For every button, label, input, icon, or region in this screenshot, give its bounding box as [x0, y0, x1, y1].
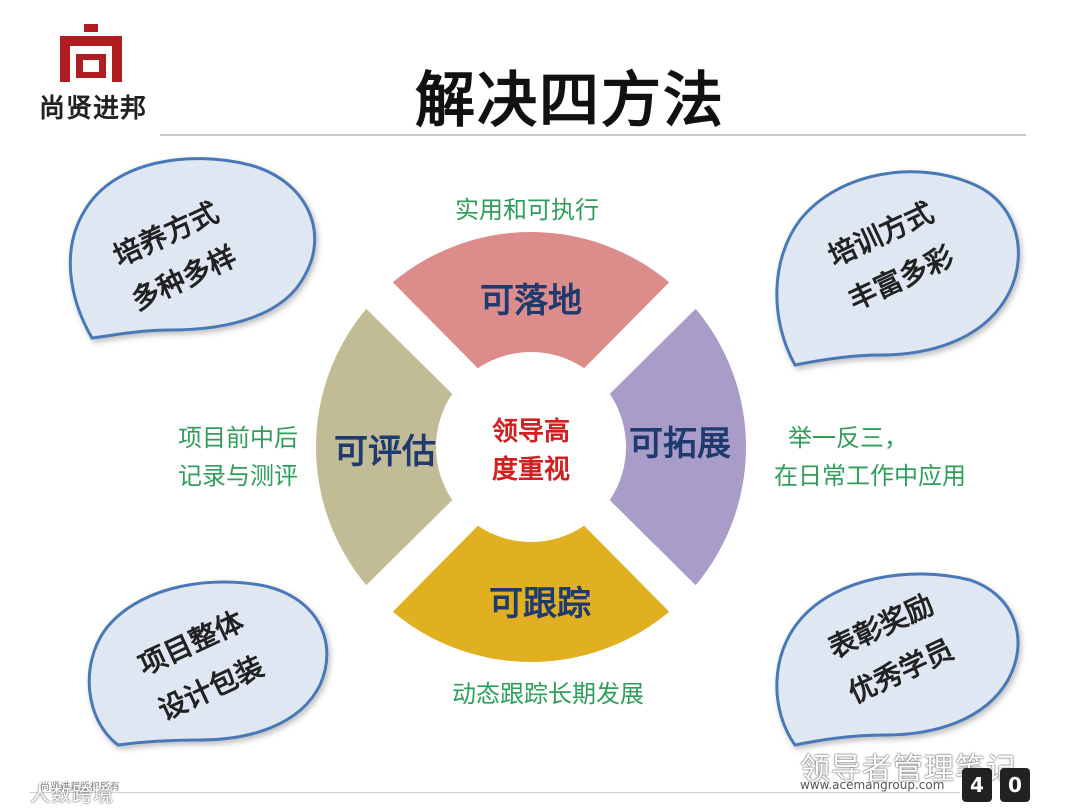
segment-label-left: 可评估	[334, 432, 436, 472]
bubble-top-right: 培训方式 丰富多彩	[775, 170, 1020, 367]
page-digit-2: 0	[1000, 768, 1030, 802]
wheel-segment-bottom	[392, 525, 670, 663]
footer-divider	[30, 792, 960, 793]
wheel-center	[453, 369, 609, 525]
page-digit-1: 4	[962, 768, 992, 802]
segment-label-top: 可落地	[480, 281, 582, 321]
bubble-bottom-right: 表彰奖励 优秀学员	[775, 572, 1020, 747]
watermark-left: 人数跨境	[30, 782, 114, 806]
wheel	[316, 232, 747, 663]
segment-label-right: 可拓展	[629, 424, 731, 464]
title-divider	[160, 134, 1026, 136]
wheel-segment-right	[609, 308, 747, 586]
annotation-left-line2: 记录与测评	[178, 462, 298, 490]
annotation-right-line1: 举一反三，	[788, 424, 908, 452]
bubble-bottom-left: 项目整体 设计包装	[87, 580, 329, 747]
wheel-segment-top	[392, 232, 670, 369]
center-line2: 度重视	[492, 454, 570, 485]
bubble-top-left: 培养方式 多种多样	[68, 157, 317, 340]
footer-copyright: 尚贤进邦版权所有	[40, 782, 120, 793]
page-title: 解决四方法	[415, 66, 725, 136]
wheel-segment-left	[316, 308, 453, 586]
annotation-right-line2: 在日常工作中应用	[774, 462, 966, 490]
annotation-bottom: 动态跟踪长期发展	[452, 680, 644, 708]
segment-label-bottom: 可跟踪	[489, 584, 591, 624]
center-line1: 领导高	[492, 416, 570, 447]
footer-url: www.acemangroup.com	[800, 778, 945, 792]
annotation-top: 实用和可执行	[455, 196, 599, 224]
logo-text: 尚贤进邦	[38, 94, 147, 124]
annotation-left-line1: 项目前中后	[178, 424, 298, 452]
logo-icon	[60, 24, 122, 82]
